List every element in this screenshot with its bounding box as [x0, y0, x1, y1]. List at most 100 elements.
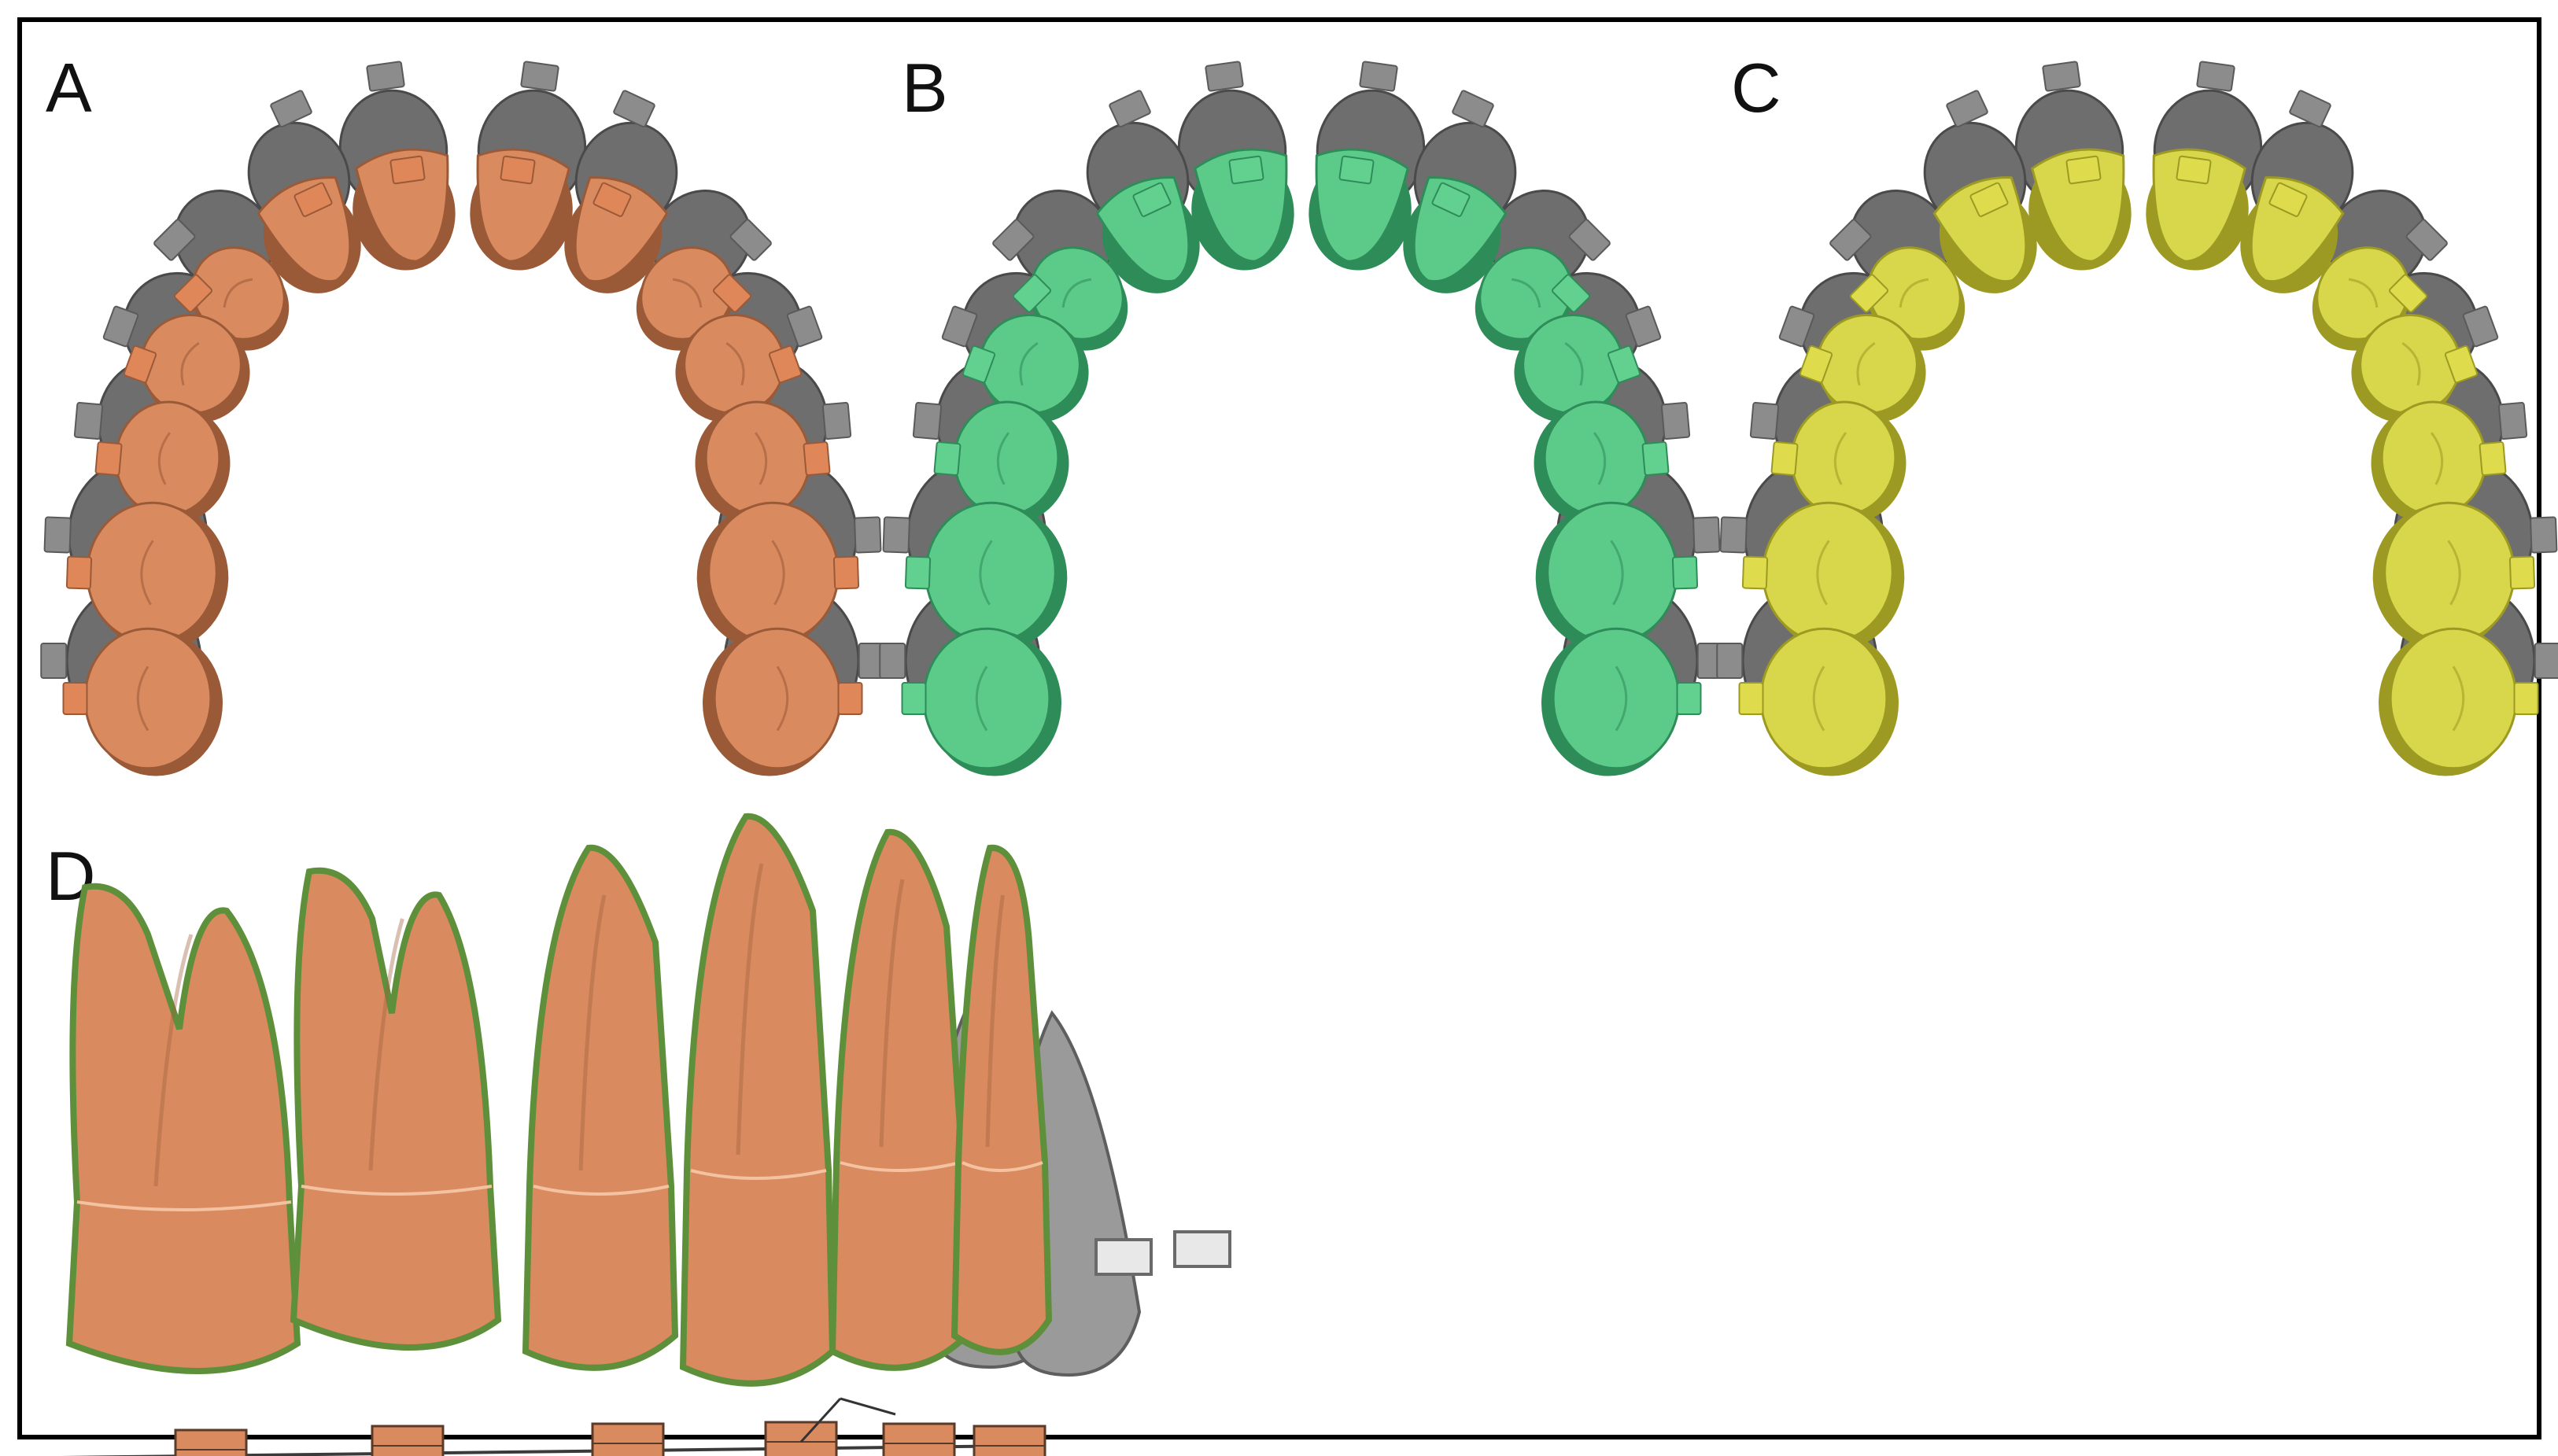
planned-tooth-buccal	[290, 867, 502, 1351]
original-bracket-gray	[613, 90, 655, 128]
planned-bracket-buccal	[764, 1421, 838, 1456]
planned-bracket	[1676, 682, 1702, 715]
planned-bracket	[123, 345, 157, 384]
occlusal-groove	[136, 665, 149, 732]
original-bracket-gray	[270, 90, 312, 128]
occlusal-groove	[776, 665, 789, 732]
original-bracket-gray	[1452, 90, 1494, 128]
original-bracket-gray	[1719, 516, 1748, 554]
planned-bracket	[65, 555, 93, 590]
planned-bracket	[2508, 555, 2536, 590]
root-shading	[578, 894, 607, 1171]
original-bracket-gray	[912, 401, 943, 440]
occlusal-groove	[1812, 665, 1825, 732]
planned-bracket	[62, 682, 88, 715]
original-bracket-gray	[520, 61, 559, 92]
cej-line	[962, 1161, 1043, 1172]
planned-bracket	[1849, 274, 1889, 313]
original-bracket-gray	[153, 219, 196, 261]
occlusal-groove	[1061, 278, 1092, 308]
planned-tooth	[922, 627, 1051, 770]
planned-bracket	[1738, 682, 1764, 715]
planned-bracket	[2444, 345, 2479, 384]
original-bracket-gray	[2405, 219, 2448, 261]
original-bracket-gray	[1173, 1230, 1231, 1268]
occlusal-groove	[2430, 432, 2444, 485]
occlusal-groove	[140, 540, 154, 606]
original-bracket-gray	[40, 643, 68, 679]
buccal-view-panel-d	[61, 813, 1231, 1456]
panel-label-a: A	[46, 49, 92, 127]
planned-bracket	[2268, 182, 2308, 217]
planned-bracket	[2065, 155, 2102, 185]
arch-group	[1716, 61, 2558, 776]
planned-bracket	[2388, 274, 2428, 313]
planned-bracket	[293, 182, 333, 217]
planned-bracket	[837, 682, 863, 715]
original-bracket-gray	[1692, 516, 1721, 554]
original-bracket-gray	[786, 305, 823, 348]
original-bracket-gray	[1205, 61, 1244, 92]
planned-bracket	[832, 555, 860, 590]
planned-bracket-buccal	[591, 1422, 665, 1456]
planned-bracket	[803, 441, 831, 476]
planned-bracket	[1551, 274, 1591, 313]
occlusal-groove	[1511, 278, 1541, 308]
planned-bracket	[1431, 182, 1471, 217]
cej-line	[690, 1169, 827, 1180]
cej-line	[301, 1185, 493, 1196]
figure-frame: A B C D	[17, 17, 2558, 1456]
original-bracket-gray	[882, 516, 910, 554]
planned-bracket	[1132, 182, 1172, 217]
root-shading	[985, 894, 1005, 1148]
original-bracket-gray	[1109, 90, 1151, 128]
original-bracket-gray	[2534, 643, 2558, 679]
planned-bracket	[389, 155, 426, 185]
planned-tooth	[83, 627, 212, 770]
arch-group	[40, 61, 885, 776]
original-bracket-gray	[1829, 219, 1872, 261]
force-vector-line	[799, 1397, 842, 1443]
planned-tooth-buccal	[679, 813, 836, 1387]
original-bracket-gray	[1778, 305, 1815, 348]
force-vector-line	[840, 1397, 896, 1416]
original-bracket-gray	[1660, 401, 1691, 440]
original-bracket-gray	[1946, 90, 1988, 128]
planned-bracket	[2513, 682, 2539, 715]
occlusal-groove	[771, 540, 785, 606]
planned-bracket-buccal	[973, 1425, 1046, 1456]
root-shading	[879, 879, 905, 1148]
occlusal-groove	[1856, 341, 1876, 386]
cej-line	[840, 1161, 961, 1172]
planned-bracket	[933, 441, 962, 476]
original-bracket-gray	[43, 516, 72, 554]
root-shading	[368, 918, 404, 1171]
planned-bracket-buccal	[371, 1425, 445, 1456]
planned-bracket	[2176, 155, 2212, 185]
planned-bracket-buccal	[882, 1422, 956, 1456]
planned-bracket	[1641, 441, 1670, 476]
occlusal-groove	[1019, 341, 1039, 386]
original-bracket-gray	[1749, 401, 1780, 440]
panel-label-c: C	[1731, 49, 1781, 127]
original-bracket-gray	[2042, 61, 2081, 92]
dental-arch-panel-c	[1716, 61, 2558, 776]
planned-bracket	[1770, 441, 1799, 476]
planned-bracket	[904, 555, 932, 590]
occlusal-groove	[2401, 341, 2421, 386]
planned-tooth-buccal	[65, 883, 301, 1374]
original-bracket-gray	[73, 401, 104, 440]
original-bracket-gray	[854, 516, 882, 554]
original-bracket-gray	[2196, 61, 2235, 92]
planned-tooth	[1552, 627, 1681, 770]
buccal-group	[61, 813, 1231, 1456]
planned-bracket	[592, 182, 632, 217]
original-bracket-gray	[1568, 219, 1611, 261]
planned-bracket	[1338, 155, 1375, 185]
dental-arch-panel-a	[40, 61, 885, 776]
planned-bracket	[712, 274, 752, 313]
occlusal-groove	[725, 341, 745, 386]
original-bracket-gray	[729, 219, 772, 261]
planned-bracket	[1741, 555, 1769, 590]
occlusal-groove	[2348, 278, 2379, 308]
